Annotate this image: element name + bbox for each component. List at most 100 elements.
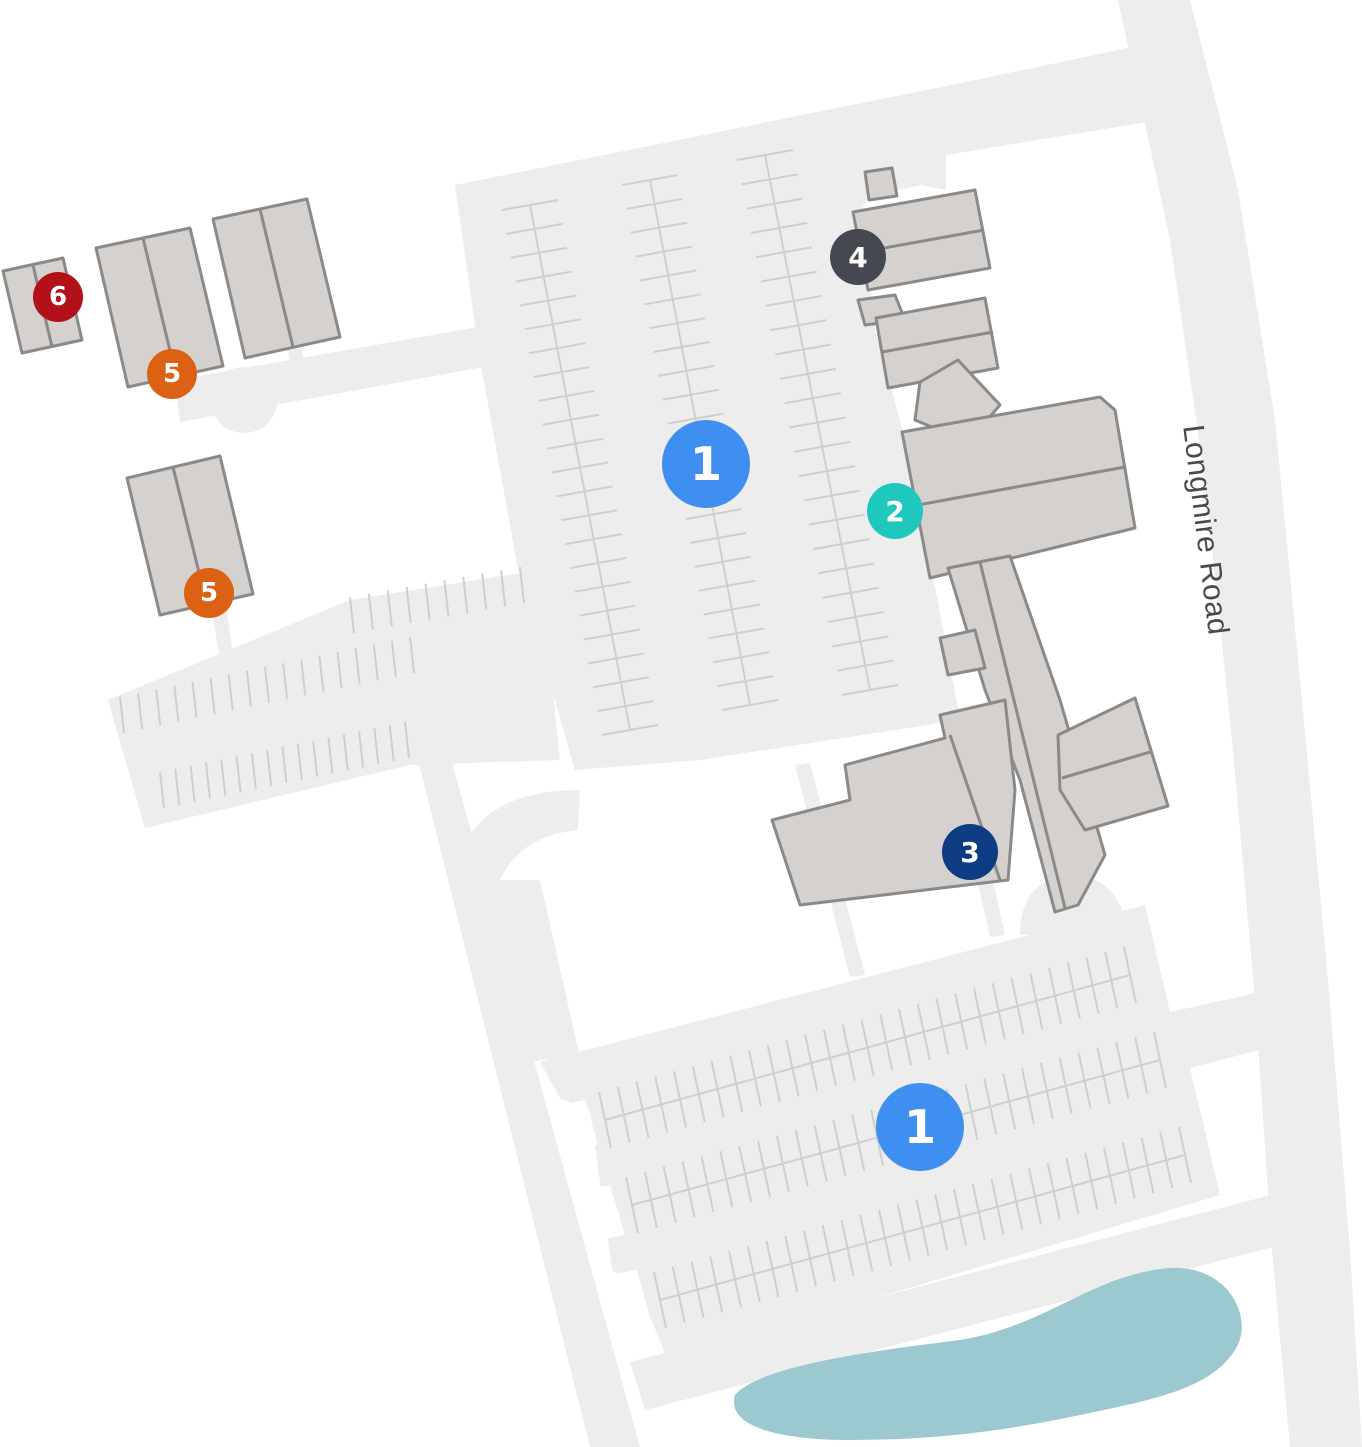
parking-stall-line xyxy=(235,756,242,793)
parking-stall-line xyxy=(570,556,627,569)
parking-stall-line xyxy=(990,1178,1005,1235)
parking-stall-line xyxy=(721,699,779,711)
parking-stall-line xyxy=(250,753,257,790)
parking-stall-line xyxy=(823,1029,837,1087)
parking-stall-line xyxy=(879,1014,894,1071)
parking-stall-line xyxy=(755,246,813,259)
parking-stall-line xyxy=(643,1171,658,1229)
parking-stall-line xyxy=(710,1060,725,1118)
parking-stall-line xyxy=(991,983,1006,1040)
parking-stall-line xyxy=(654,1076,669,1133)
parking-stall-line xyxy=(1134,1036,1149,1094)
parking-stall-line xyxy=(1084,1152,1099,1210)
marker-label: 5 xyxy=(199,578,219,608)
parking-stall-line xyxy=(336,651,343,689)
parking-stall-line xyxy=(1096,1047,1111,1104)
parking-stall-line xyxy=(808,513,865,526)
parking-stall-line xyxy=(1029,972,1044,1030)
parking-stall-line xyxy=(281,746,288,784)
parking-stall-line xyxy=(601,724,659,736)
building-north-b-divider xyxy=(881,330,994,354)
parking-stall-line xyxy=(264,666,270,704)
central-road-curve xyxy=(470,790,580,1070)
parking-stall-line xyxy=(1153,1031,1167,1089)
marker-3-south-wing[interactable]: 3 xyxy=(942,824,998,880)
parking-stall-line xyxy=(973,988,987,1045)
parking-stall-line xyxy=(529,342,586,355)
parking-stall-line xyxy=(766,1045,781,1102)
parking-stall-line xyxy=(671,1266,686,1324)
parking-stall-line xyxy=(1115,1042,1130,1099)
parking-stall-line xyxy=(934,1194,949,1251)
parking-stall-line xyxy=(551,461,609,474)
cul-de-sac-west xyxy=(211,367,277,433)
parking-stall-line xyxy=(1028,1168,1042,1225)
marker-label: 1 xyxy=(903,1100,936,1154)
longmire-road xyxy=(1118,0,1362,1447)
parking-stall-line xyxy=(983,1078,998,1135)
parking-stall-line xyxy=(1077,1052,1092,1109)
parking-stall-line xyxy=(1009,1173,1024,1230)
parking-stall-line xyxy=(813,1125,828,1182)
parking-stall-line xyxy=(748,1050,762,1107)
parking-stall-line xyxy=(794,440,851,453)
parking-stall-line xyxy=(405,586,412,624)
parking-stall-line xyxy=(728,1251,742,1308)
building-corridor-annex[interactable] xyxy=(938,628,987,677)
drive-south-2 xyxy=(975,868,1005,937)
parking-stall-line xyxy=(822,586,880,599)
parking-stall-line xyxy=(1140,1137,1155,1194)
parking-stall-line xyxy=(583,628,640,641)
parking-stall-line xyxy=(765,1240,780,1298)
building-east-wing-divider xyxy=(1061,750,1151,780)
parking-stall-line xyxy=(673,1071,687,1128)
parking-stall-line xyxy=(598,1091,612,1149)
parking-stall-line xyxy=(1021,1068,1035,1125)
marker-label: 1 xyxy=(689,437,722,491)
parking-stall-line xyxy=(1178,1126,1192,1184)
marker-1-parking-bottom[interactable]: 1 xyxy=(876,1083,964,1171)
parking-stall-line xyxy=(510,246,568,259)
building-main-divider xyxy=(917,465,1126,507)
parking-stall-line xyxy=(658,364,715,377)
parking-stall-line xyxy=(1039,1062,1054,1120)
parking-stall-line xyxy=(685,508,742,521)
parking-stall-line xyxy=(1123,946,1137,1004)
marker-5-west-a[interactable]: 5 xyxy=(147,349,197,399)
parking-stall-line xyxy=(878,1209,892,1267)
parking-stall-line xyxy=(520,294,577,307)
parking-stall-line xyxy=(765,294,822,307)
parking-stall-line xyxy=(898,1008,912,1066)
parking-stall-line xyxy=(935,998,950,1055)
parking-stall-line xyxy=(560,509,618,522)
building-corridor-divider xyxy=(978,561,1067,909)
marker-5-west-b[interactable]: 5 xyxy=(184,568,234,618)
parking-stall-line xyxy=(729,1055,744,1112)
parking-stall-line xyxy=(547,437,604,450)
building-north-small[interactable] xyxy=(863,166,899,202)
parking-stall-line xyxy=(1104,951,1119,1009)
buildings xyxy=(1,166,1170,914)
parking-stall-line xyxy=(746,197,803,210)
parking-stall-line xyxy=(556,485,613,498)
parking-stall-line xyxy=(597,700,654,713)
parking-stall-line xyxy=(506,222,563,235)
parking-stall-line xyxy=(653,1271,667,1329)
marker-4-north-wing[interactable]: 4 xyxy=(830,229,886,285)
central-road xyxy=(418,755,640,1447)
parking-stall-line xyxy=(712,651,770,664)
parking-stall-line xyxy=(860,1019,875,1076)
west-spur-road xyxy=(288,348,306,380)
marker-2-entrance[interactable]: 2 xyxy=(867,483,923,539)
marker-1-parking-top[interactable]: 1 xyxy=(662,420,750,508)
marker-6-far-west[interactable]: 6 xyxy=(33,272,83,322)
parking-stall-line xyxy=(204,762,211,799)
marker-label: 3 xyxy=(960,835,980,869)
parking-stall-line xyxy=(741,173,798,186)
parking-stall-line xyxy=(798,465,856,478)
marker-label: 5 xyxy=(162,359,182,389)
parking-stall-line xyxy=(386,590,393,627)
marker-label: 6 xyxy=(48,282,68,312)
parking-stall-line xyxy=(789,416,846,429)
